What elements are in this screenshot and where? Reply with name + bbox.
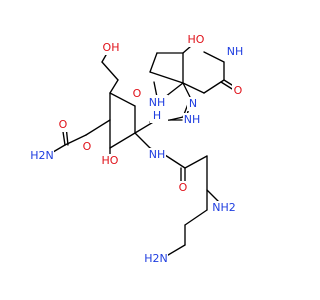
hydroxyl-mid-label: HO <box>102 154 119 167</box>
ring-nh-left-label: NH <box>149 96 166 109</box>
ester-o-bg <box>81 140 93 154</box>
amine-nh2-mid-label: NH2 <box>212 201 236 214</box>
hydroxyl-top-bg <box>184 33 206 47</box>
ch2oh-bg <box>102 41 120 55</box>
molecule-structure: HO NH O N NH H NH OH O O H2N O HO NH O N… <box>30 33 245 266</box>
amide-nh-top-label: NH <box>227 45 244 58</box>
amide-o-bg <box>177 181 189 195</box>
amide-nh-mid-label: NH <box>149 148 166 161</box>
linker-nh-label: NH <box>184 113 201 126</box>
carbamate-nh2-label: H2N <box>30 149 54 162</box>
amide-o-label: O <box>179 181 188 194</box>
carbamate-nh2-bg <box>30 149 54 163</box>
carbamate-o-double-label: O <box>59 118 68 131</box>
amine-nh2-mid-bg <box>212 201 236 215</box>
ketone-o-bg <box>232 84 244 98</box>
ester-o-label: O <box>83 140 92 153</box>
amide-nh-top-bg <box>227 45 245 59</box>
ring-nh-left-bg <box>150 95 168 123</box>
amine-nh2-bottom-bg <box>144 252 168 266</box>
ring-o-bg <box>131 87 143 101</box>
carbamate-o-double-bg <box>57 118 69 132</box>
ring-n-bg <box>187 97 199 111</box>
hydroxyl-mid-bg <box>98 154 120 168</box>
bond-lines <box>47 39 241 259</box>
ketone-o-label: O <box>234 84 243 97</box>
hydroxyl-top-label: HO <box>188 33 205 46</box>
ring-nh-right-label: H <box>153 109 161 122</box>
amide-nh-mid-bg <box>148 148 166 162</box>
linker-nh-bg <box>183 113 201 127</box>
ch2oh-label: OH <box>103 41 120 54</box>
amine-nh2-bottom-label: H2N <box>144 252 168 265</box>
ring-n-label: N <box>189 97 197 110</box>
ring-o-label: O <box>133 87 142 100</box>
